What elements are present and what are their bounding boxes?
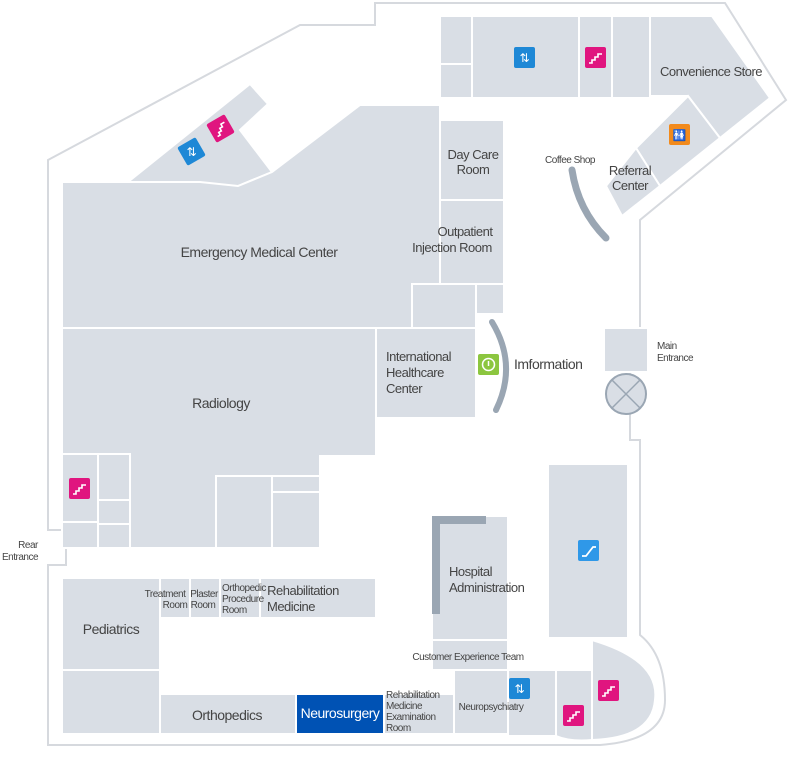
outpatient-label-1: Outpatient <box>438 224 494 239</box>
treatment-room-label-2: Room <box>163 600 188 611</box>
elevator-icon[interactable]: ⇅ <box>509 678 530 699</box>
hospital-administration-label-1: Hospital <box>449 564 493 579</box>
rehabilitation-medicine[interactable] <box>259 577 377 619</box>
international-label-1: International <box>386 349 452 364</box>
stairs-icon[interactable] <box>585 47 606 68</box>
rehab-exam-label-2: Medicine <box>386 701 423 712</box>
orthopedic-procedure-label-2: Procedure <box>222 594 265 605</box>
svg-text:🚻: 🚻 <box>673 129 687 142</box>
elevator-icon[interactable]: ⇅ <box>514 47 535 68</box>
coffee-shop-counter <box>568 166 610 242</box>
referral-center-label-1: Referral <box>609 163 652 178</box>
stairs-icon[interactable] <box>206 114 235 143</box>
radiology-label: Radiology <box>192 395 250 411</box>
administration-counter <box>432 516 486 614</box>
day-care-room-label-2: Room <box>457 162 490 177</box>
international-label-2: Healthcare <box>386 365 444 380</box>
main-entrance-label-1: Main <box>657 341 677 352</box>
customer-experience-team[interactable] <box>431 639 509 671</box>
rear-entrance-label-1: Rear <box>18 540 39 551</box>
hospital-administration-label-2: Administration <box>449 580 525 595</box>
main-entrance-vestibule <box>603 327 649 373</box>
neuropsychiatry[interactable] <box>453 669 509 735</box>
pediatrics[interactable] <box>61 577 161 671</box>
room-top-3 <box>611 15 651 99</box>
international-healthcare-center[interactable] <box>375 327 477 419</box>
rehab-exam-label-1: Rehabilitation <box>386 690 440 701</box>
room-elevator-bottom <box>507 669 557 737</box>
escalator-icon[interactable] <box>578 540 599 561</box>
treatment-room-label-1: Treatment <box>145 589 186 600</box>
stairs-icon[interactable] <box>598 680 619 701</box>
pediatrics-label: Pediatrics <box>83 621 140 637</box>
room-top-2 <box>439 63 473 99</box>
svg-text:⇅: ⇅ <box>186 145 196 159</box>
hospital-administration[interactable] <box>431 515 509 641</box>
restroom-icon[interactable]: 🚻 <box>669 124 690 145</box>
svg-text:⇅: ⇅ <box>514 682 524 696</box>
outpatient-label-2: Injection Room <box>412 240 492 255</box>
referral-center-label-2: Center <box>612 178 649 193</box>
international-label-3: Center <box>386 381 423 396</box>
rehabilitation-medicine-label-2: Medicine <box>267 599 315 614</box>
info-icon[interactable] <box>478 354 499 375</box>
elevator-icon[interactable]: ⇅ <box>177 137 206 166</box>
room-left-2 <box>97 499 131 525</box>
coffee-shop-label: Coffee Shop <box>545 155 596 166</box>
convenience-store-label: Convenience Store <box>660 64 762 79</box>
rehabilitation-medicine-examination-room[interactable] <box>383 693 455 735</box>
day-care-room-label-1: Day Care <box>448 147 499 162</box>
emergency-medical-center-label: Emergency Medical Center <box>181 244 339 260</box>
plaster-room-label-2: Room <box>191 600 216 611</box>
plaster-room[interactable] <box>189 577 221 619</box>
plaster-room-label-1: Plaster <box>190 589 219 600</box>
orthopedic-procedure-room[interactable] <box>219 577 261 619</box>
orthopedic-procedure-label-3: Room <box>222 605 247 616</box>
referral-center[interactable] <box>604 146 662 218</box>
main-entrance-label-2: Entrance <box>657 353 694 364</box>
orthopedic-procedure-label-1: Orthopedic <box>222 583 266 594</box>
outpatient-injection-room[interactable] <box>439 199 505 285</box>
upper-left-wing <box>125 82 505 329</box>
neurosurgery-label: Neurosurgery <box>301 705 380 721</box>
rehabilitation-medicine-label-1: Rehabilitation <box>267 583 339 598</box>
room-top-1 <box>439 15 473 65</box>
orthopedics-label: Orthopedics <box>192 707 262 723</box>
rear-entrance-label-2: Entrance <box>2 552 39 563</box>
neurosurgery[interactable] <box>295 693 385 735</box>
rehab-exam-label-4: Room <box>386 723 411 734</box>
room-mid-3 <box>271 491 321 549</box>
room-small-b <box>411 283 477 329</box>
stairs-icon[interactable] <box>69 478 90 499</box>
room-left-3 <box>97 523 131 549</box>
revolving-door-icon <box>605 373 647 415</box>
svg-text:⇅: ⇅ <box>519 51 529 65</box>
neuropsychiatry-label: Neuropsychiatry <box>459 702 524 713</box>
room-mid-1 <box>215 475 273 549</box>
orthopedics[interactable] <box>159 693 297 735</box>
information-label: Imformation <box>514 356 582 372</box>
room-small-a <box>475 283 505 315</box>
information-desk <box>489 319 509 413</box>
room-mid-2 <box>271 475 321 493</box>
room-left-1 <box>97 453 131 501</box>
customer-experience-team-label: Customer Experience Team <box>412 652 523 663</box>
day-care-room[interactable] <box>439 119 505 201</box>
room-bottom-left <box>61 669 161 735</box>
stairs-icon[interactable] <box>563 705 584 726</box>
rehab-exam-label-3: Examination <box>386 712 436 723</box>
room-stairs-round <box>591 638 657 742</box>
